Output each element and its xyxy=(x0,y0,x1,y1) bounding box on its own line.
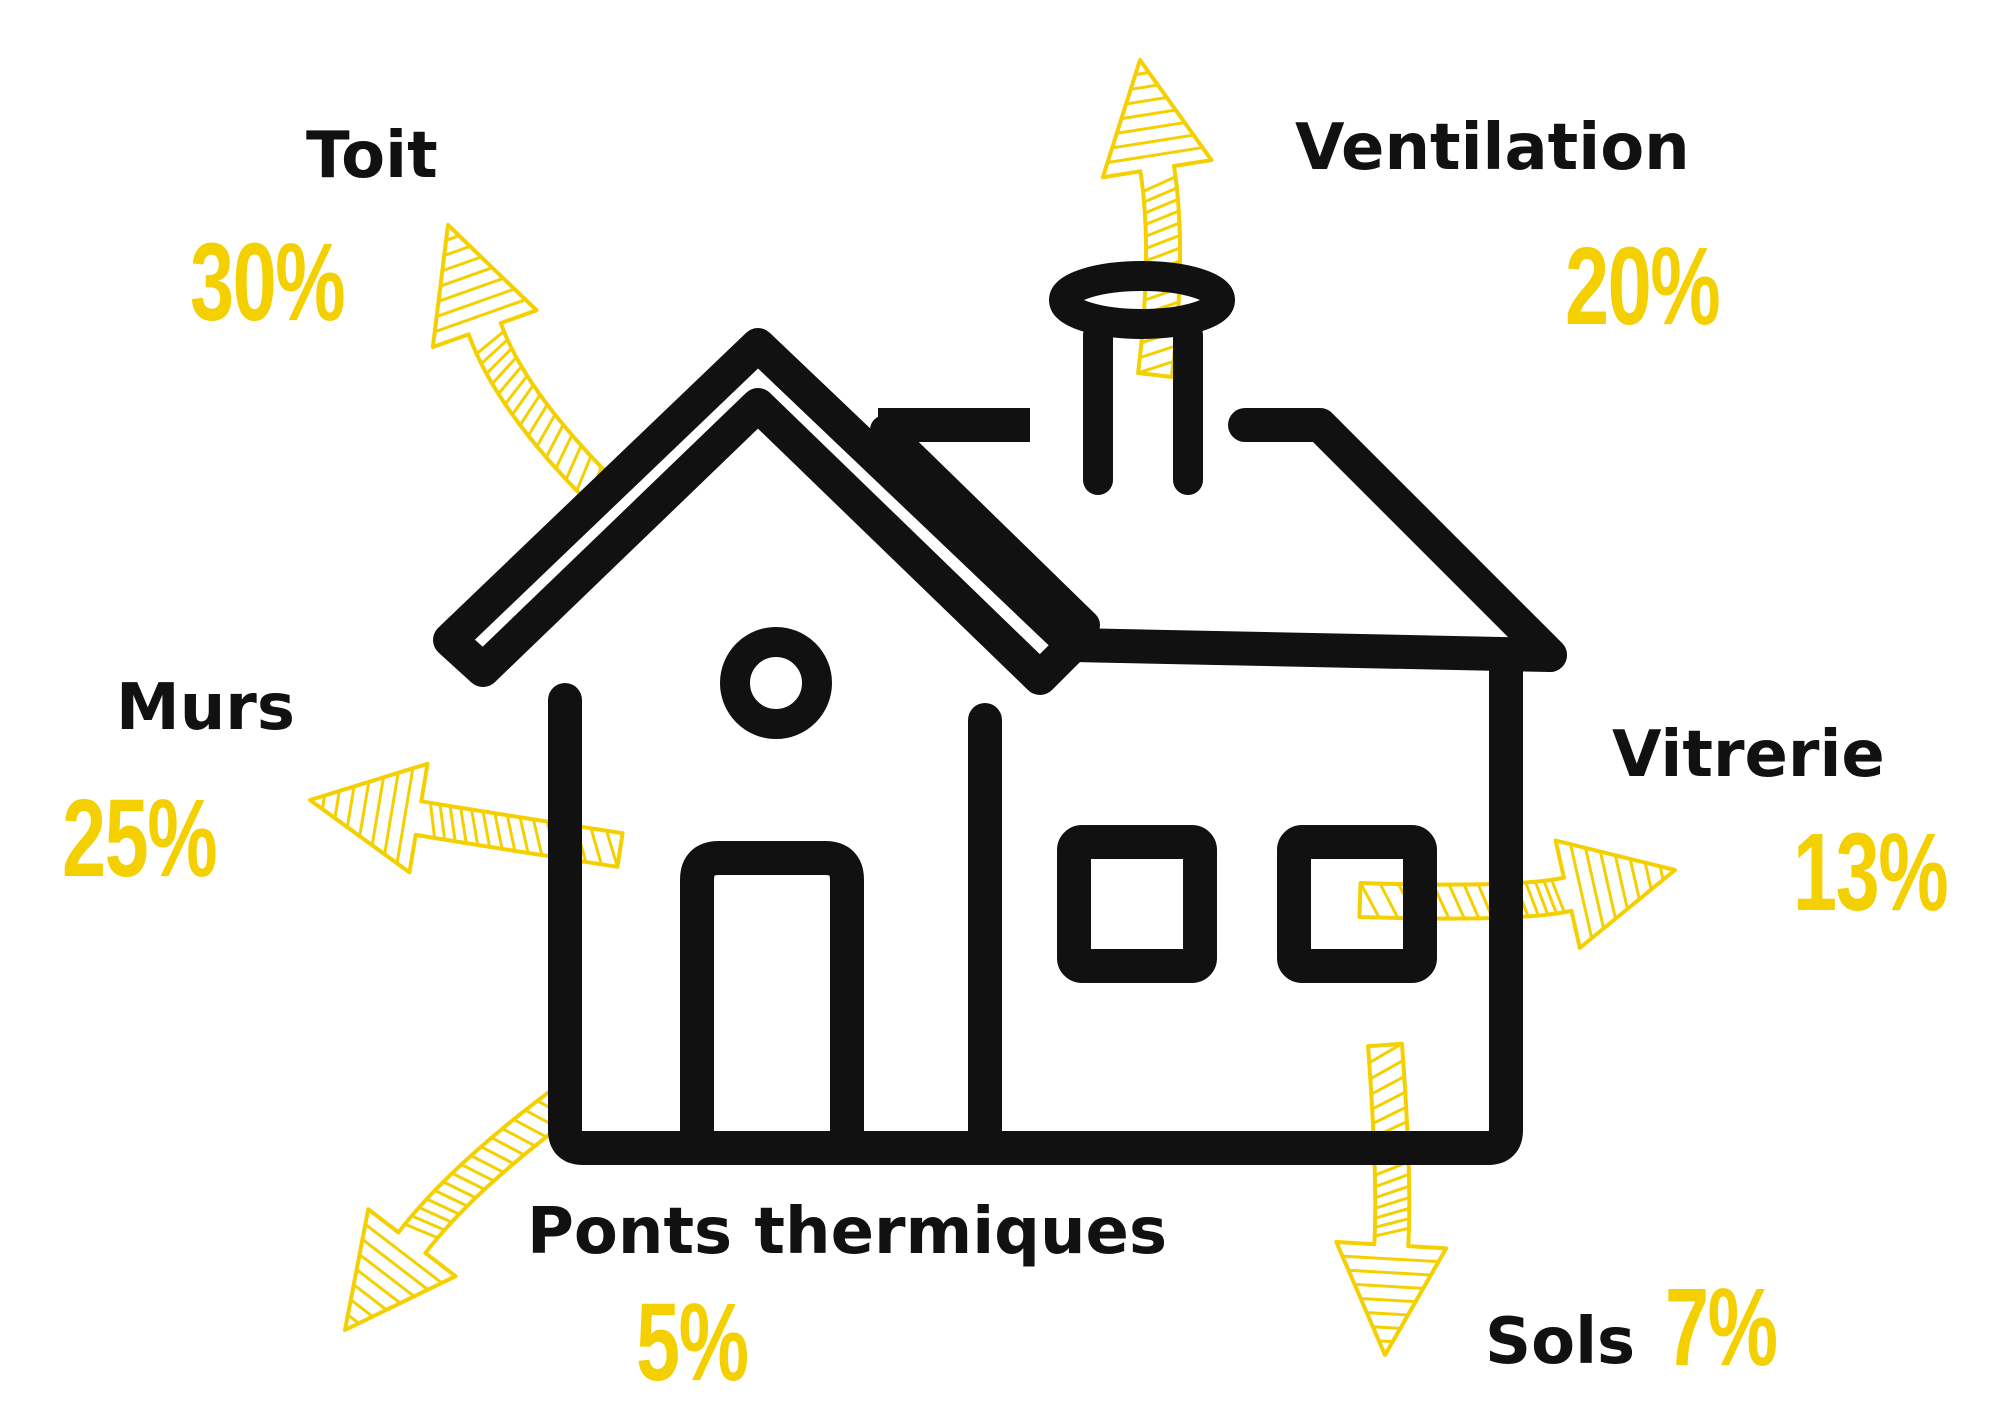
percent-sols: 7% xyxy=(1665,1266,1778,1389)
label-toit: Toit xyxy=(306,119,438,193)
label-murs: Murs xyxy=(116,671,295,745)
label-vitrerie: Vitrerie xyxy=(1612,718,1885,792)
label-ventilation: Ventilation xyxy=(1295,111,1690,185)
percent-toit: 30% xyxy=(190,221,346,344)
label-ponts-thermiques: Ponts thermiques xyxy=(527,1195,1168,1269)
arrow-ponts xyxy=(343,1089,573,1332)
label-sols: Sols xyxy=(1485,1305,1636,1379)
percent-ventilation: 20% xyxy=(1565,225,1721,348)
percent-vitrerie: 13% xyxy=(1793,811,1949,934)
percent-ponts-thermiques: 5% xyxy=(636,1281,749,1404)
percent-murs: 25% xyxy=(62,777,218,900)
